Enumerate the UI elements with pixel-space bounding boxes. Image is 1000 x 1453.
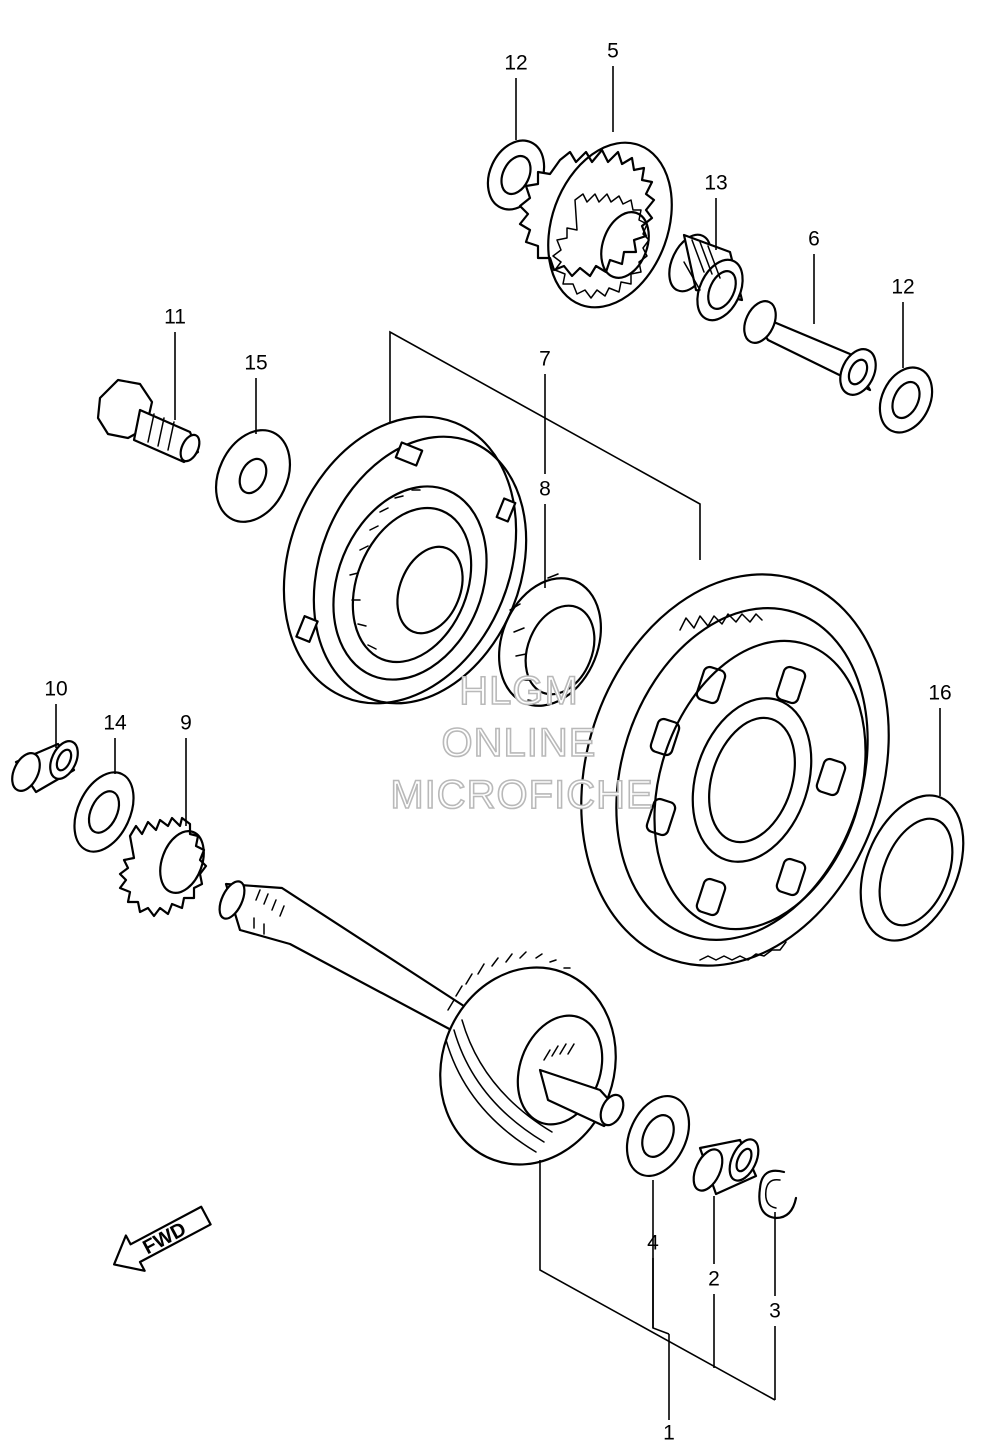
part-11-bolt[interactable] [96,378,203,464]
callout-5[interactable]: 5 [607,40,619,63]
callout-15[interactable]: 15 [244,352,267,375]
part-12-washer-right[interactable] [870,359,942,441]
callout-labels: 12 5 13 6 12 11 15 7 8 16 10 14 9 4 2 3 … [44,40,951,1445]
callout-11[interactable]: 11 [164,306,186,329]
part-3-circlip[interactable] [758,1169,798,1220]
watermark: HLGM ONLINE MICROFICHE [390,668,654,818]
callout-14[interactable]: 14 [103,712,127,735]
part-14-washer[interactable] [63,763,146,861]
part-15-washer[interactable] [202,418,304,534]
callout-9[interactable]: 9 [180,712,192,735]
callout-3[interactable]: 3 [769,1300,781,1323]
watermark-line-2: ONLINE [442,721,597,765]
part-5-double-gear[interactable] [518,125,694,324]
part-6-shaft[interactable] [738,296,883,400]
watermark-line-3: MICROFICHE [390,773,653,817]
watermark-line-1: HLGM [459,669,579,713]
callout-12-top[interactable]: 12 [504,52,527,75]
callout-7[interactable]: 7 [539,348,551,371]
part-16-washer[interactable] [841,780,983,955]
part-9-small-gear[interactable] [118,816,212,918]
callout-13[interactable]: 13 [704,172,727,195]
callout-16[interactable]: 16 [928,682,951,705]
callout-8[interactable]: 8 [539,478,551,501]
fwd-label: FWD [139,1218,190,1259]
part-8-bearing[interactable] [481,563,619,721]
part-13-needle-bearing[interactable] [661,228,752,327]
large-driven-gear[interactable] [532,534,937,1006]
part-10-bushing[interactable] [7,737,84,795]
starter-clutch-housing[interactable] [243,382,565,739]
part-2-bushing[interactable] [688,1135,764,1196]
fwd-arrow: FWD [112,1205,212,1272]
callout-6[interactable]: 6 [808,228,820,251]
callout-10[interactable]: 10 [44,678,67,701]
callout-12-right[interactable]: 12 [891,276,914,299]
part-1-shaft-assembly[interactable] [214,878,643,1190]
callout-4[interactable]: 4 [647,1232,659,1255]
part-4-washer[interactable] [615,1086,701,1186]
callout-1[interactable]: 1 [663,1422,675,1445]
leader-lines [55,66,941,1420]
callout-2[interactable]: 2 [708,1268,720,1291]
